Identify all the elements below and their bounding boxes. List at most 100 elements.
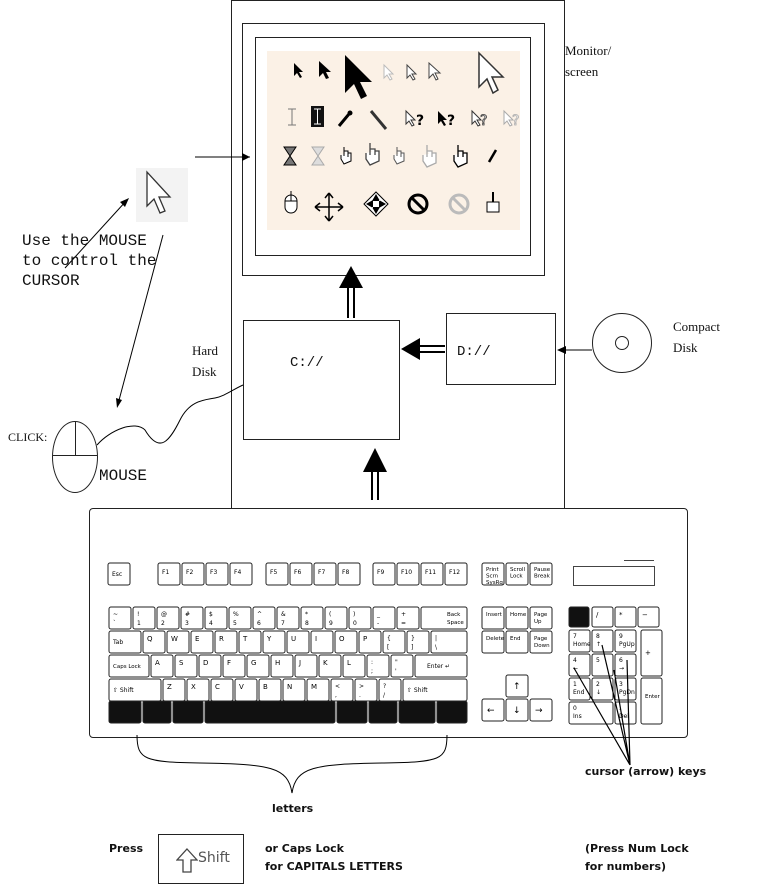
no-entry-icon: [407, 193, 429, 215]
svg-text:8: 8: [305, 620, 309, 627]
key-f: F: [222, 654, 246, 678]
cursor-palette: ? ? ? ?: [267, 51, 520, 230]
eyedropper-icon: [337, 110, 353, 127]
key-caps-lock: Caps Lock: [108, 654, 150, 678]
key-e: E: [190, 630, 214, 654]
hand-cursor-icon: [365, 143, 380, 166]
key-arrow-left: ←: [481, 698, 505, 722]
pen-icon: [369, 110, 388, 130]
arrow-cursor-outline-icon: [406, 63, 418, 81]
svg-text:F12: F12: [449, 569, 460, 576]
key-s: S: [174, 654, 198, 678]
computer-tower: [231, 0, 565, 508]
key-row4-extra-0: <,: [330, 678, 354, 702]
svg-text:1: 1: [137, 620, 141, 627]
svg-text:Scroll: Scroll: [510, 567, 526, 573]
svg-text:+: +: [645, 649, 651, 657]
svg-text:Tab: Tab: [112, 639, 123, 646]
svg-text:': ': [395, 668, 397, 675]
cursor-sample: [136, 168, 188, 222]
key-f12: F12: [444, 562, 468, 586]
svg-text:=: =: [401, 620, 406, 627]
key-f2: F2: [181, 562, 205, 586]
svg-text:>: >: [359, 683, 364, 690]
svg-text:;: ;: [371, 668, 373, 675]
svg-text:Q: Q: [147, 635, 153, 643]
key-row1-6: ^6: [252, 606, 276, 630]
svg-text:F1: F1: [162, 569, 169, 576]
key-bottom-1: [142, 700, 172, 724]
svg-text:6: 6: [257, 620, 261, 627]
hand-cursor-icon: [393, 147, 405, 165]
svg-text:2: 2: [596, 681, 600, 688]
no-entry-grey-icon: [448, 193, 470, 215]
svg-text:I: I: [315, 635, 317, 643]
key-f3: F3: [205, 562, 229, 586]
svg-text:/: /: [383, 692, 386, 699]
key-d: D: [198, 654, 222, 678]
key-l: L: [342, 654, 366, 678]
svg-text:⇧ Shift: ⇧ Shift: [407, 687, 428, 694]
svg-text:−: −: [642, 611, 648, 619]
key-row3-extra-1: "': [390, 654, 414, 678]
key-bottom-4: [336, 700, 368, 724]
key-tab: Tab: [108, 630, 142, 654]
key-row1-2: @2: [156, 606, 180, 630]
svg-text:SysRq: SysRq: [486, 580, 503, 586]
cursor-instructions: Use the MOUSE to control the CURSOR: [22, 232, 157, 290]
move-arrows-icon: [314, 192, 344, 222]
svg-text:/: /: [596, 611, 599, 619]
pencil-icon: [487, 149, 498, 163]
help-cursor-icon: ?: [471, 109, 488, 129]
key-f9: F9: [372, 562, 396, 586]
svg-text:<: <: [335, 683, 340, 690]
key-a: A: [150, 654, 174, 678]
svg-text:%: %: [233, 611, 239, 618]
svg-text:Delete: Delete: [486, 636, 505, 642]
key-numpad-4: 4←: [568, 653, 591, 677]
svg-text:5: 5: [233, 620, 237, 627]
key-row3-extra-0: :;: [366, 654, 390, 678]
svg-text:K: K: [323, 659, 328, 667]
key-row1-10: )0: [348, 606, 372, 630]
svg-text:(: (: [329, 611, 331, 618]
mouse-small-icon: [284, 191, 298, 214]
help-cursor-icon: ?: [503, 109, 520, 129]
help-cursor-icon: ?: [438, 111, 455, 129]
key-z: Z: [162, 678, 186, 702]
svg-text:X: X: [191, 683, 196, 691]
svg-text:_: _: [376, 611, 381, 618]
svg-text:Home: Home: [573, 641, 591, 648]
key-nav-3: Delete: [481, 630, 505, 654]
svg-text:Scrn: Scrn: [486, 574, 499, 580]
svg-text:7: 7: [573, 633, 577, 640]
svg-text:⇧ Shift: ⇧ Shift: [113, 687, 134, 694]
svg-text:↑: ↑: [513, 682, 521, 692]
svg-text:N: N: [287, 683, 292, 691]
svg-text:M: M: [311, 683, 317, 691]
key-row1-0: ~`: [108, 606, 132, 630]
key-f7: F7: [313, 562, 337, 586]
shift-key-illustration: Shift: [158, 834, 244, 884]
svg-text:F6: F6: [294, 569, 301, 576]
svg-text:Page: Page: [534, 636, 548, 642]
key-row2-extra-1: }]: [406, 630, 430, 654]
hand-cursor-icon: [340, 147, 352, 165]
brush-icon: [486, 192, 500, 213]
svg-text:4: 4: [573, 657, 577, 664]
svg-text:*: *: [619, 611, 623, 619]
arrow-cursor-outline-icon: [383, 63, 395, 81]
svg-text:4: 4: [209, 620, 213, 627]
cd-drive-label: D://: [457, 344, 491, 360]
compact-disk-icon: [592, 313, 652, 373]
key-enter: Enter ↵: [414, 654, 468, 678]
key-f1: F1: [157, 562, 181, 586]
svg-text:|: |: [435, 635, 437, 642]
text-beam-icon: [288, 108, 296, 126]
svg-text:W: W: [171, 635, 178, 643]
